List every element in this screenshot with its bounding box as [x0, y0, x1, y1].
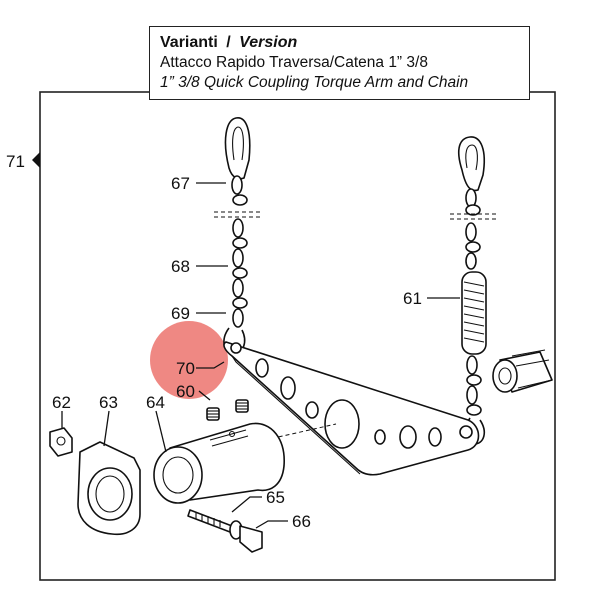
left-chain-assembly [214, 117, 262, 355]
version-label-en: Version [239, 34, 298, 51]
square-nut [49, 427, 73, 457]
version-heading: Varianti / Version [160, 33, 529, 53]
callout-labels: 67 68 69 70 60 61 62 63 64 65 66 [52, 174, 422, 531]
description-italian: Attacco Rapido Traversa/Catena 1” 3/8 [160, 54, 428, 71]
version-label-it: Varianti [160, 34, 218, 51]
pipe-clamp [77, 441, 141, 536]
version-separator: / [226, 34, 231, 51]
set-screws [206, 399, 249, 421]
torque-arm-plate [223, 341, 480, 476]
callout-66: 66 [292, 512, 311, 531]
description-english: 1” 3/8 Quick Coupling Torque Arm and Cha… [160, 74, 469, 91]
callout-69: 69 [171, 304, 190, 323]
callout-65: 65 [266, 488, 285, 507]
coupling-sleeve [153, 422, 285, 504]
callout-62: 62 [52, 393, 71, 412]
callout-67: 67 [171, 174, 190, 193]
leader-lines [61, 182, 460, 529]
highlight-marker [150, 321, 228, 399]
shaft-axis [264, 423, 337, 441]
ref-pointer-icon [32, 152, 40, 168]
callout-64: 64 [146, 393, 165, 412]
version-title-box: Varianti / Version Attacco Rapido Traver… [149, 26, 530, 100]
right-chain-assembly [450, 136, 496, 445]
splined-shaft [492, 349, 553, 393]
central-bore [324, 399, 360, 449]
callout-61: 61 [403, 289, 422, 308]
right-snap-hook [458, 136, 486, 192]
callout-63: 63 [99, 393, 118, 412]
left-chain-links [231, 175, 248, 328]
ref-number-71: 71 [6, 152, 25, 171]
callout-70: 70 [176, 359, 195, 378]
spring-coils [463, 281, 485, 343]
callout-60: 60 [176, 382, 195, 401]
bolt [187, 509, 263, 553]
callout-68: 68 [171, 257, 190, 276]
